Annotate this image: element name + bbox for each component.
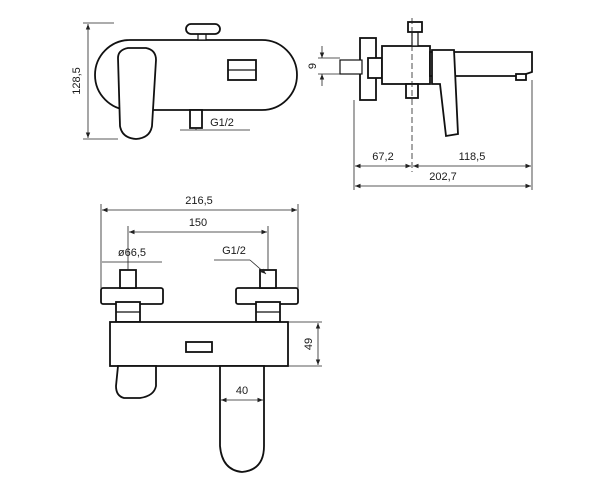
dim-67-label: 67,2 — [372, 151, 393, 163]
bottom-connection — [189, 109, 203, 129]
right-inlet — [259, 269, 277, 289]
dim-202-label: 202,7 — [429, 171, 457, 183]
side-knob-stem — [411, 31, 419, 47]
front-view-lever — [117, 47, 157, 140]
dim-118-label: 118,5 — [459, 151, 486, 163]
diverter-knob — [185, 23, 221, 35]
front-view: 128,5 G1/2 — [71, 22, 298, 140]
left-lever-stub — [115, 365, 157, 399]
thread-label-top: G1/2 — [222, 245, 246, 257]
dim-150-label: 150 — [189, 217, 207, 229]
left-inlet — [119, 269, 137, 289]
dim-49-label: 49 — [303, 338, 315, 350]
side-body — [381, 45, 431, 85]
dim-216-label: 216,5 — [185, 195, 213, 207]
leader-line — [249, 259, 267, 275]
side-view: 9 67,2 118,5 202,7 — [307, 18, 533, 190]
handle-paddle — [219, 365, 265, 473]
side-lever — [431, 49, 459, 138]
top-view-outlet — [185, 341, 213, 353]
dim-height-label: 128,5 — [71, 67, 83, 95]
dim-diameter-label: ø66,5 — [118, 247, 146, 259]
side-spout-tip — [515, 73, 527, 81]
inlet-pipe — [339, 59, 363, 75]
dim-40-label: 40 — [236, 385, 248, 397]
side-knob — [407, 21, 423, 33]
dim-9-label: 9 — [307, 63, 319, 69]
side-nut — [367, 57, 383, 79]
thread-label-front: G1/2 — [210, 117, 234, 129]
top-view: 216,5 150 ø66,5 G1/2 49 40 — [100, 195, 322, 473]
